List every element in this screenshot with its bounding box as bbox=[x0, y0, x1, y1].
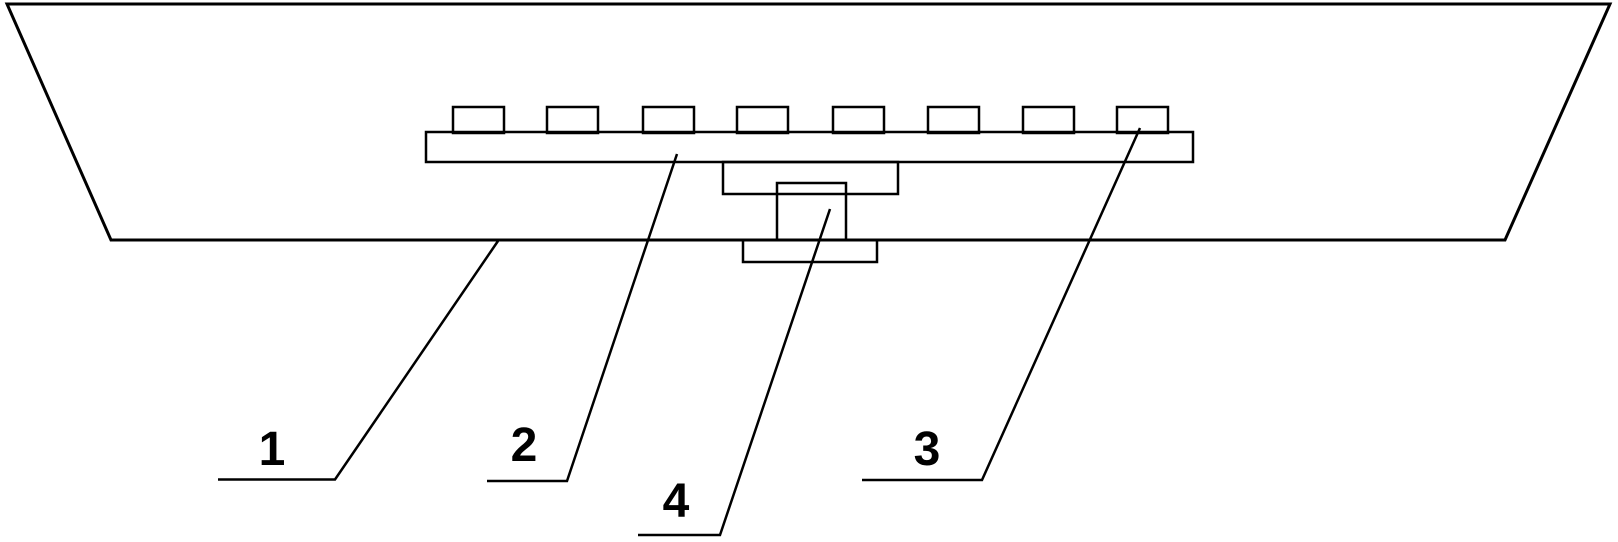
pedestal-block bbox=[721, 160, 900, 196]
chip-2 bbox=[545, 105, 600, 135]
leader-line-3 bbox=[862, 127, 1142, 482]
leader-line-4 bbox=[638, 208, 832, 537]
stem-block bbox=[775, 181, 848, 242]
leader-line-2 bbox=[487, 153, 679, 483]
part-label-3: 3 bbox=[914, 423, 941, 476]
chip-7 bbox=[1021, 105, 1076, 135]
part-label-2: 2 bbox=[511, 419, 538, 472]
chip-4 bbox=[735, 105, 790, 135]
substrate-outline bbox=[4, 2, 1613, 242]
carrier-bar bbox=[424, 130, 1195, 164]
chip-8 bbox=[1115, 105, 1170, 135]
part-label-4: 4 bbox=[663, 475, 690, 528]
chip-5 bbox=[831, 105, 886, 135]
chip-6 bbox=[926, 105, 981, 135]
part-label-1: 1 bbox=[259, 423, 286, 476]
chip-1 bbox=[451, 105, 506, 135]
leader-line-1 bbox=[218, 240, 500, 481]
chip-3 bbox=[641, 105, 696, 135]
base-block bbox=[741, 238, 879, 264]
